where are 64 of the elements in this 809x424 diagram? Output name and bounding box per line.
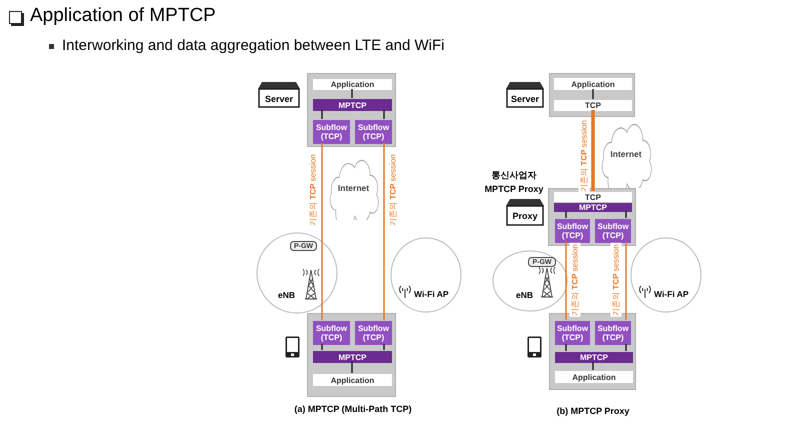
connector-line xyxy=(591,110,595,191)
coverage-ellipse xyxy=(492,250,568,312)
layer-bar: Application xyxy=(555,371,633,383)
station-label: eNB xyxy=(516,290,534,300)
edge-label: 기존의 TCP session xyxy=(388,153,398,227)
connector-line xyxy=(625,344,627,351)
subtitle-text: Interworking and data aggregation between LTE and WiFi xyxy=(62,37,444,54)
host-box xyxy=(506,199,544,226)
layer-bar: MPTCP xyxy=(555,352,633,363)
connector-line xyxy=(321,344,323,350)
connector-line xyxy=(321,143,323,320)
subflow-box: Subflow (TCP) xyxy=(355,321,392,345)
host-label: Server xyxy=(510,92,540,106)
connector-line xyxy=(592,362,594,370)
connector-line xyxy=(383,344,385,350)
layer-bar: MPTCP xyxy=(313,351,392,363)
subflow-box: Subflow (TCP) xyxy=(555,219,590,243)
connector-line xyxy=(565,242,567,320)
figure-caption: (b) MPTCP Proxy xyxy=(556,406,630,416)
layer-bar: Application xyxy=(313,374,392,386)
connector-line xyxy=(351,362,353,373)
subflow-box: Subflow (TCP) xyxy=(595,219,631,243)
host-box xyxy=(506,82,544,108)
edge-label: 기존의 TCP session xyxy=(570,243,580,317)
protocol-stack-box xyxy=(549,73,635,117)
protocol-stack-box xyxy=(307,313,396,397)
proxy-caption: 통신사업자 MPTCP Proxy xyxy=(484,169,544,196)
layer-bar: TCP xyxy=(554,100,632,111)
host-label: Server xyxy=(264,92,294,106)
connector-line xyxy=(625,211,627,218)
cloud-label: Internet xyxy=(336,183,370,193)
connector-line xyxy=(321,110,323,119)
subflow-box: Subflow (TCP) xyxy=(595,321,631,345)
figure-caption: (a) MPTCP (Multi-Path TCP) xyxy=(293,404,413,414)
protocol-stack-box xyxy=(307,73,396,147)
subflow-box: Subflow (TCP) xyxy=(313,321,350,345)
subflow-box: Subflow (TCP) xyxy=(555,321,590,345)
layer-bar: MPTCP xyxy=(554,203,632,212)
coverage-ellipse xyxy=(630,237,702,313)
edge-label: 기존의 TCP session xyxy=(308,153,318,227)
layer-bar: TCP xyxy=(554,192,632,202)
connector-line xyxy=(592,89,594,99)
layer-bar: MPTCP xyxy=(313,99,392,111)
layer-bar: Application xyxy=(554,78,632,90)
edge-label: 기존의 TCP session xyxy=(578,119,590,193)
cloud-label: Internet xyxy=(609,149,643,159)
layer-bar: Application xyxy=(313,79,392,90)
slide-title: Application of MPTCP xyxy=(30,5,216,27)
host-box xyxy=(258,82,300,108)
coverage-ellipse xyxy=(390,237,462,313)
host-label: Proxy xyxy=(511,210,538,223)
connector-line xyxy=(383,143,385,320)
connector-line xyxy=(625,242,627,320)
connector-line xyxy=(565,344,567,351)
coverage-ellipse xyxy=(256,232,338,314)
connector-line xyxy=(383,110,385,119)
connector-line xyxy=(565,211,567,218)
subflow-box: Subflow (TCP) xyxy=(355,120,392,144)
station-label: Wi-Fi AP xyxy=(414,289,449,299)
station-label: Wi-Fi AP xyxy=(654,289,689,299)
subflow-box: Subflow (TCP) xyxy=(313,120,350,144)
connector-line xyxy=(351,89,353,98)
edge-label: 기존의 TCP session xyxy=(610,243,622,317)
station-label: eNB xyxy=(278,290,296,300)
